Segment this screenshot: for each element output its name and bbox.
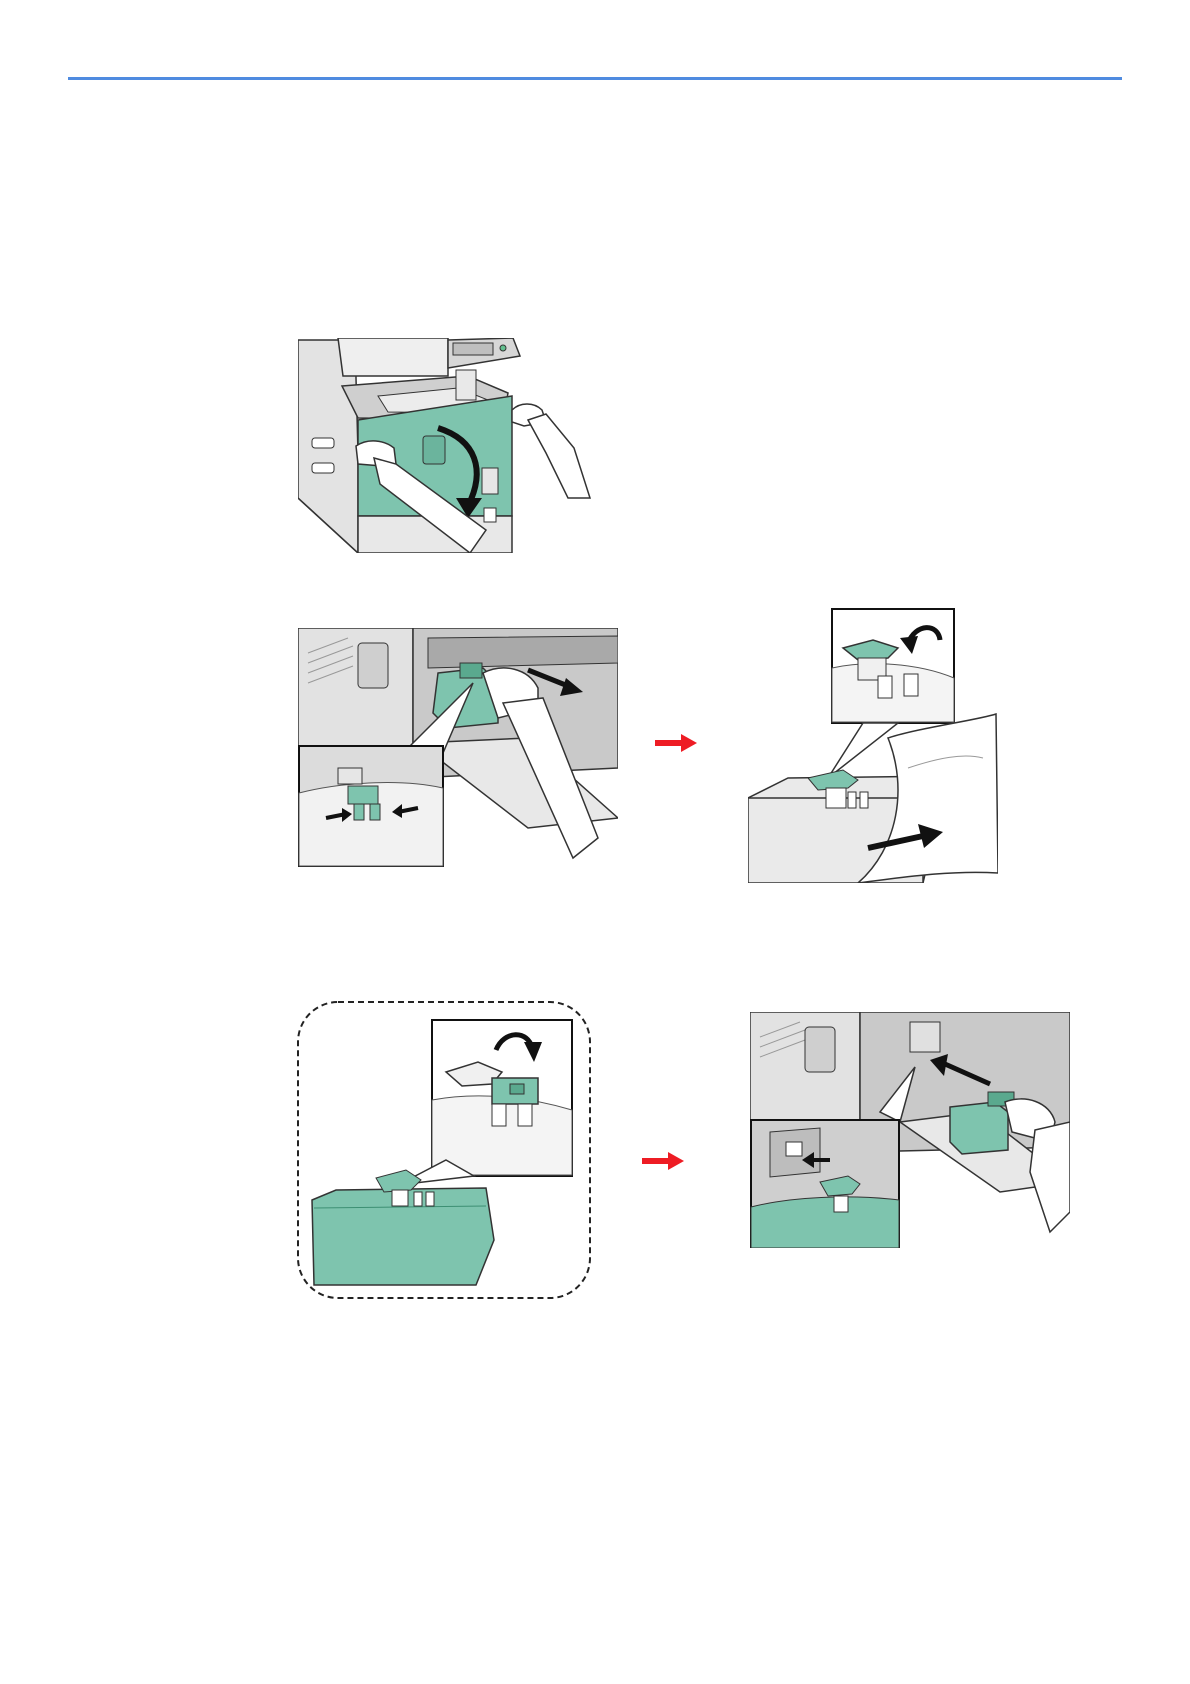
header-rule: [68, 77, 1122, 80]
waste-box-cap-close-illustration: [748, 608, 998, 883]
new-waste-box-illustration: [296, 1000, 592, 1300]
red-right-arrow-icon: [655, 734, 697, 752]
waste-box-removal-illustration: [298, 628, 618, 868]
waste-box-insert-illustration: [750, 1012, 1070, 1248]
red-right-arrow-icon: [642, 1152, 684, 1170]
front-cover-open-illustration: [298, 338, 620, 553]
